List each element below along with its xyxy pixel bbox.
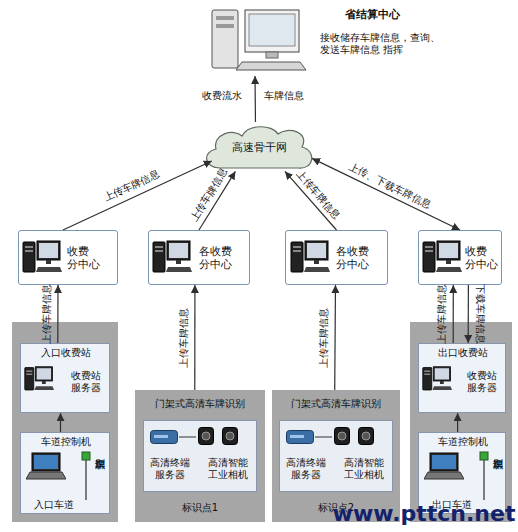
toll-station-box: 出口收费站收费站服务器 — [418, 343, 506, 413]
node-text: 标识点1 — [135, 502, 265, 514]
connector — [334, 285, 336, 390]
node-title: 门架式高清车牌识别 — [135, 398, 265, 410]
watermark: www.pttcn.net — [333, 503, 516, 525]
node-title: 各收费 分中心 — [336, 245, 374, 271]
edge-label: 车牌信息 — [264, 91, 304, 101]
node-title: 门架式高清车牌识别 — [272, 398, 400, 410]
node-title: 收费 分中心 — [465, 245, 499, 271]
edge-label: 上传车牌信息 — [437, 284, 447, 344]
edge-label: 下载车牌信息 — [475, 284, 485, 344]
edge-label: 上传车牌信息 — [179, 308, 189, 368]
gantry-device-box: 高清终端 服务器高清智能 工业相机 — [279, 420, 393, 492]
sub-center-box: 各收费 分中心 — [285, 230, 388, 285]
entry-station-panel — [12, 322, 118, 522]
node-title: 收费 分中心 — [67, 245, 101, 271]
node-text: 高清智能 工业相机 — [206, 457, 250, 481]
settlement-center: 省结算中心接收储存车牌信息，查询、 发送车牌信息 指挥 — [205, 2, 510, 76]
connector — [57, 285, 58, 343]
sub-center-box: 各收费 分中心 — [148, 230, 250, 285]
edge-label: 上传车牌信息 — [319, 308, 329, 368]
exit-station-panel — [410, 322, 512, 522]
connector — [468, 285, 469, 343]
node-text: 收费站服务器 — [467, 370, 499, 394]
node-title: 高清终端 服务器 — [148, 457, 192, 481]
sub-center-box: 收费 分中心 — [418, 230, 502, 285]
node-text: 收费站服务器 — [71, 370, 103, 394]
node-title: 高清终端 服务器 — [284, 457, 328, 481]
connector — [60, 413, 61, 432]
gantry-device-box: 高清终端 服务器高清智能 工业相机 — [143, 420, 257, 492]
node-title: 高速骨干网 — [200, 141, 318, 154]
connector — [63, 161, 212, 230]
node-title: 车道控制机 — [21, 436, 111, 448]
node-title: 入口收费站 — [21, 347, 111, 359]
edge-label: 上传车牌信息 — [189, 167, 229, 223]
node-text: 高清智能 工业相机 — [342, 457, 386, 481]
edge-label: 上传车牌信息 — [295, 169, 342, 221]
connector — [453, 285, 454, 343]
node-title: 各收费 分中心 — [199, 245, 237, 271]
node-title: 出口收费站 — [419, 347, 507, 359]
node-title: 车道控制机 — [419, 436, 507, 448]
node-text: 入口车道 — [21, 499, 87, 511]
flow-label: 收费流水 — [202, 91, 242, 101]
node-title: 省结算中心 — [345, 8, 465, 21]
connector — [254, 76, 256, 122]
lane-controller-box: 车道控制机车牌识别入口车道 — [20, 432, 110, 514]
lane-controller-box: 车道控制机车牌识别出口车道 — [418, 432, 506, 514]
node-text: 接收储存车牌信息，查询、 发送车牌信息 指挥 — [320, 32, 444, 56]
connector — [457, 413, 458, 432]
toll-station-box: 入口收费站收费站服务器 — [20, 343, 110, 413]
sub-center-box: 收费 分中心 — [18, 230, 118, 285]
settlement-computer-icon — [212, 10, 306, 70]
network-cloud: 高速骨干网 — [200, 122, 318, 174]
gantry-panel: 门架式高清车牌识别标识点1 高清终端 服务器高清智能 工业相机 — [135, 390, 265, 522]
connector — [194, 285, 195, 390]
edge-label: 上传车牌信息 — [103, 169, 162, 203]
edge-label: 上传、下载车牌信息 — [347, 162, 432, 210]
edge-label: 上传车牌信息 — [42, 284, 52, 344]
